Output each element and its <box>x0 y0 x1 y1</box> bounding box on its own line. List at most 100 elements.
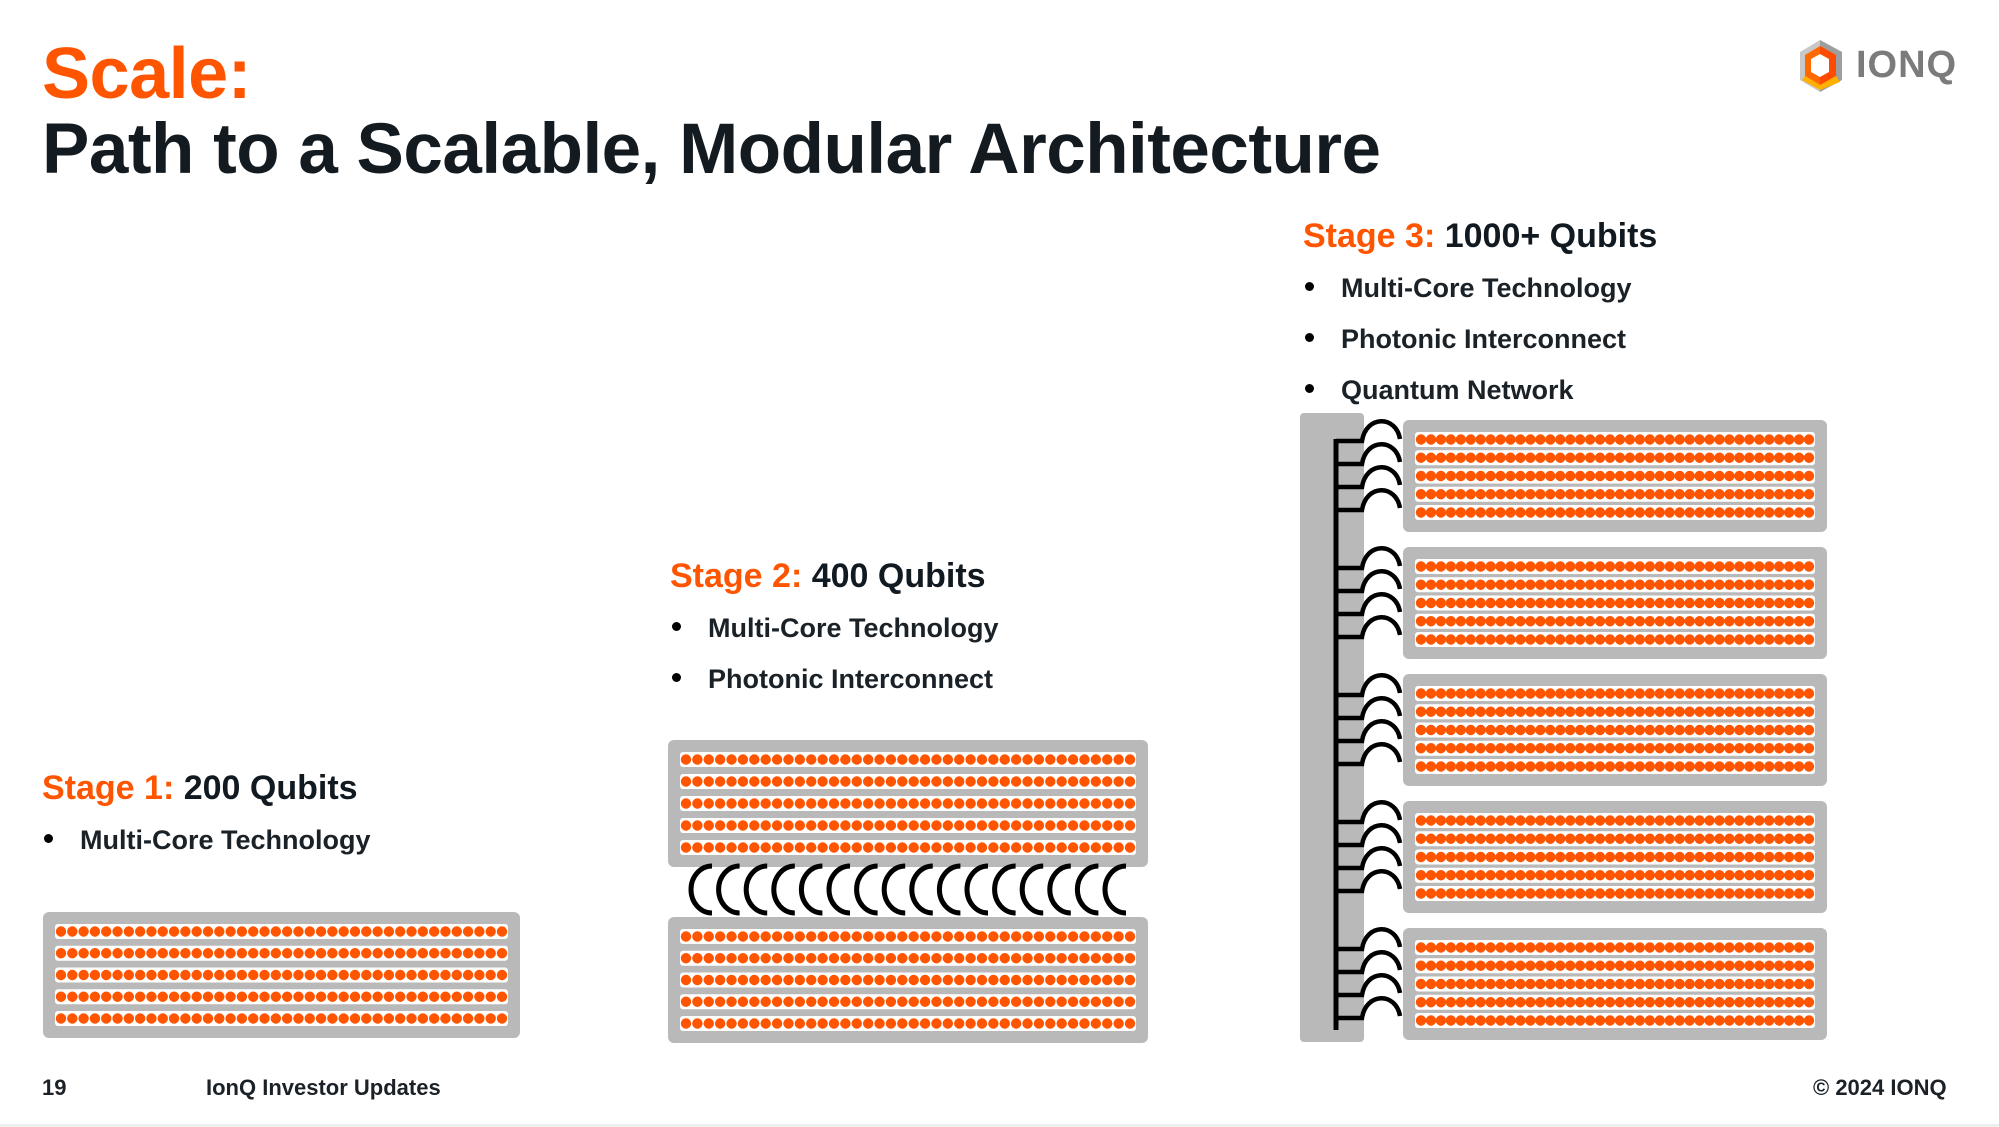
qubit <box>1565 688 1576 699</box>
qubit <box>1435 561 1447 572</box>
qubit <box>1734 724 1745 736</box>
qubit <box>1515 724 1526 736</box>
qubit <box>496 926 508 937</box>
qubit <box>168 1013 180 1024</box>
qubit <box>1754 597 1765 609</box>
qubit <box>1644 597 1656 609</box>
network-link <box>1336 719 1403 744</box>
qubit <box>1714 978 1725 990</box>
qubit <box>1604 1015 1616 1026</box>
qubit <box>1415 942 1427 953</box>
qubit <box>1734 634 1745 645</box>
qubit <box>270 969 282 981</box>
stage-1-count: 200 Qubits <box>183 769 358 807</box>
qubit <box>1525 616 1536 627</box>
qubit <box>428 991 440 1002</box>
qubit <box>885 754 897 765</box>
qubit <box>1604 706 1616 717</box>
qubit <box>1704 815 1715 826</box>
qubit <box>270 948 282 959</box>
qubit <box>89 948 101 959</box>
qubit <box>1634 688 1646 699</box>
qubit <box>1574 634 1586 645</box>
qubit <box>862 996 874 1007</box>
qubit <box>1495 489 1506 500</box>
qubit <box>1764 507 1775 518</box>
qubit <box>180 926 191 937</box>
qubit <box>146 1013 157 1024</box>
qubit <box>496 969 508 981</box>
qubit <box>1654 470 1665 482</box>
qubit <box>1744 634 1755 645</box>
qubit <box>1624 833 1636 844</box>
qubit <box>908 754 919 765</box>
qubit <box>1485 452 1496 463</box>
qubit <box>1090 798 1102 809</box>
qubit <box>1485 942 1496 953</box>
qubit <box>1545 634 1556 645</box>
qubit <box>965 754 976 765</box>
qubit <box>1704 1015 1715 1026</box>
qubit <box>1764 489 1775 500</box>
qubit <box>806 974 817 986</box>
qubit <box>349 926 361 937</box>
qubit <box>1594 434 1606 445</box>
qubit <box>1744 579 1755 590</box>
qubit <box>327 1013 338 1024</box>
qubit <box>1644 743 1656 754</box>
qubit <box>1773 706 1785 717</box>
qubit <box>1475 888 1486 899</box>
qubit <box>1475 761 1486 772</box>
qubit <box>919 776 931 787</box>
qubit <box>123 969 135 981</box>
qubit <box>1674 434 1685 445</box>
qubit <box>726 842 737 853</box>
qubit <box>1604 724 1616 736</box>
qubit <box>1684 1015 1695 1026</box>
qubit <box>428 1013 440 1024</box>
qubit <box>1803 870 1815 881</box>
qubit <box>1505 997 1516 1008</box>
qubit <box>1574 815 1586 826</box>
qubit <box>1694 634 1705 645</box>
qubit <box>134 926 146 937</box>
qubit <box>1425 507 1437 518</box>
qubit <box>1022 754 1033 765</box>
qubit <box>1684 942 1695 953</box>
qubit <box>1724 706 1735 717</box>
qubit <box>1624 434 1636 445</box>
qubit <box>1102 754 1113 765</box>
qubit <box>1644 452 1656 463</box>
qubit <box>783 798 794 809</box>
qubit <box>1634 833 1646 844</box>
qubit <box>1022 974 1033 986</box>
qubit <box>1475 960 1486 971</box>
qubit <box>1415 1015 1427 1026</box>
qubit <box>1714 761 1725 772</box>
qubit <box>760 996 771 1007</box>
qubit <box>1634 978 1646 990</box>
qubit <box>931 953 942 964</box>
qubit <box>1773 470 1785 482</box>
qubit <box>1515 507 1526 518</box>
qubit <box>931 820 942 831</box>
qubit <box>1793 997 1805 1008</box>
qubit <box>1803 470 1815 482</box>
qubit <box>451 948 462 959</box>
qubit <box>1565 888 1576 899</box>
qubit <box>1783 761 1795 772</box>
qubit <box>1714 597 1725 609</box>
qubit-track <box>680 1016 1136 1031</box>
qubit <box>1495 597 1506 609</box>
qubit <box>1535 978 1546 990</box>
qubit <box>1624 688 1636 699</box>
qubit <box>1773 743 1785 754</box>
qubit <box>760 754 771 765</box>
qubit <box>1505 470 1516 482</box>
qubit <box>1425 833 1437 844</box>
qubit <box>1604 997 1616 1008</box>
qubit <box>1555 452 1566 463</box>
qubit <box>1664 833 1675 844</box>
qubit <box>1485 706 1496 717</box>
qubit <box>1455 888 1466 899</box>
